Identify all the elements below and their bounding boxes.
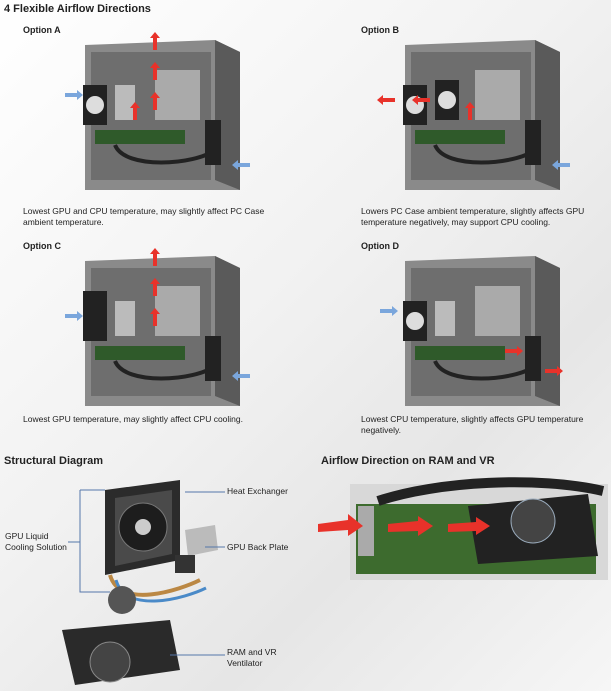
drive-bays <box>155 70 200 120</box>
structural-diagram-image <box>62 480 225 685</box>
structural-diagram-title: Structural Diagram <box>4 455 104 467</box>
page-title: 4 Flexible Airflow Directions <box>4 3 151 15</box>
drive-bays <box>475 70 520 120</box>
ram-vr-ventilator <box>62 620 180 685</box>
fan-hub <box>406 312 424 330</box>
option-b-label: Option B <box>361 25 399 35</box>
heat-exchanger <box>83 291 107 341</box>
pump <box>108 586 136 614</box>
cold-air-arrow <box>380 306 398 316</box>
cold-air-arrow <box>552 160 570 170</box>
cpu-cooler <box>115 85 135 120</box>
gpu <box>95 346 185 360</box>
fan-hub <box>86 96 104 114</box>
option-d-label: Option D <box>361 241 399 251</box>
callout-gpu-liquid-cooling: GPU Liquid Cooling Solution <box>5 531 67 552</box>
option-a-description: Lowest GPU and CPU temperature, may slig… <box>23 206 265 227</box>
hot-air-arrow <box>150 308 160 326</box>
front-radiator <box>205 336 221 381</box>
hot-air-arrow <box>318 514 363 536</box>
fan-hub <box>438 91 456 109</box>
tubes <box>376 477 605 506</box>
option-d-case-image <box>380 256 563 406</box>
tube <box>108 574 201 597</box>
gpu <box>415 346 505 360</box>
hot-air-arrow <box>130 102 140 120</box>
hot-air-arrow <box>150 278 160 296</box>
cold-air-arrow <box>65 90 83 100</box>
cpu-cooler <box>115 301 135 336</box>
io-bracket <box>358 506 374 556</box>
option-c-label: Option C <box>23 241 61 251</box>
hot-air-arrow <box>150 32 160 50</box>
case-side <box>535 256 560 406</box>
ram-vr-gpu-image <box>318 477 608 580</box>
gpu-chip-plate <box>175 555 195 573</box>
ram-vr-title: Airflow Direction on RAM and VR <box>321 455 495 467</box>
hot-air-arrow <box>150 248 160 266</box>
front-radiator <box>525 336 541 381</box>
hot-air-arrow <box>150 92 160 110</box>
callout-ram-vr-ventilator: RAM and VR Ventilator <box>227 647 277 668</box>
callout-gpu-back-plate: GPU Back Plate <box>227 542 289 552</box>
case-side <box>215 40 240 190</box>
hot-air-arrow <box>505 346 523 356</box>
heat-exchanger <box>105 480 180 575</box>
hot-air-arrow <box>545 366 563 376</box>
cold-air-arrow <box>232 160 250 170</box>
front-radiator <box>525 120 541 165</box>
callout-heat-exchanger: Heat Exchanger <box>227 486 288 496</box>
option-c-description: Lowest GPU temperature, may slightly aff… <box>23 414 243 424</box>
hot-air-arrow <box>388 516 433 536</box>
gpu <box>415 130 505 144</box>
drive-bays <box>155 286 200 336</box>
case-side <box>535 40 560 190</box>
hot-air-arrow <box>377 95 395 105</box>
case-side <box>215 256 240 406</box>
option-b-description: Lowers PC Case ambient temperature, slig… <box>361 206 585 227</box>
hot-air-arrow <box>412 95 430 105</box>
hot-air-arrow <box>448 517 490 535</box>
option-a-case-image <box>65 32 250 190</box>
option-a-label: Option A <box>23 25 61 35</box>
gpu <box>95 130 185 144</box>
hot-air-arrow <box>150 62 160 80</box>
gpu-back-plate <box>185 525 218 556</box>
hot-air-arrow <box>465 102 475 120</box>
cpu-cooler <box>435 301 455 336</box>
cold-air-arrow <box>232 371 250 381</box>
drive-bays <box>475 286 520 336</box>
option-d-description: Lowest CPU temperature, slightly affects… <box>361 414 584 435</box>
option-c-case-image <box>65 248 250 406</box>
option-b-case-image <box>377 40 570 190</box>
front-radiator <box>205 120 221 165</box>
cold-air-arrow <box>65 311 83 321</box>
